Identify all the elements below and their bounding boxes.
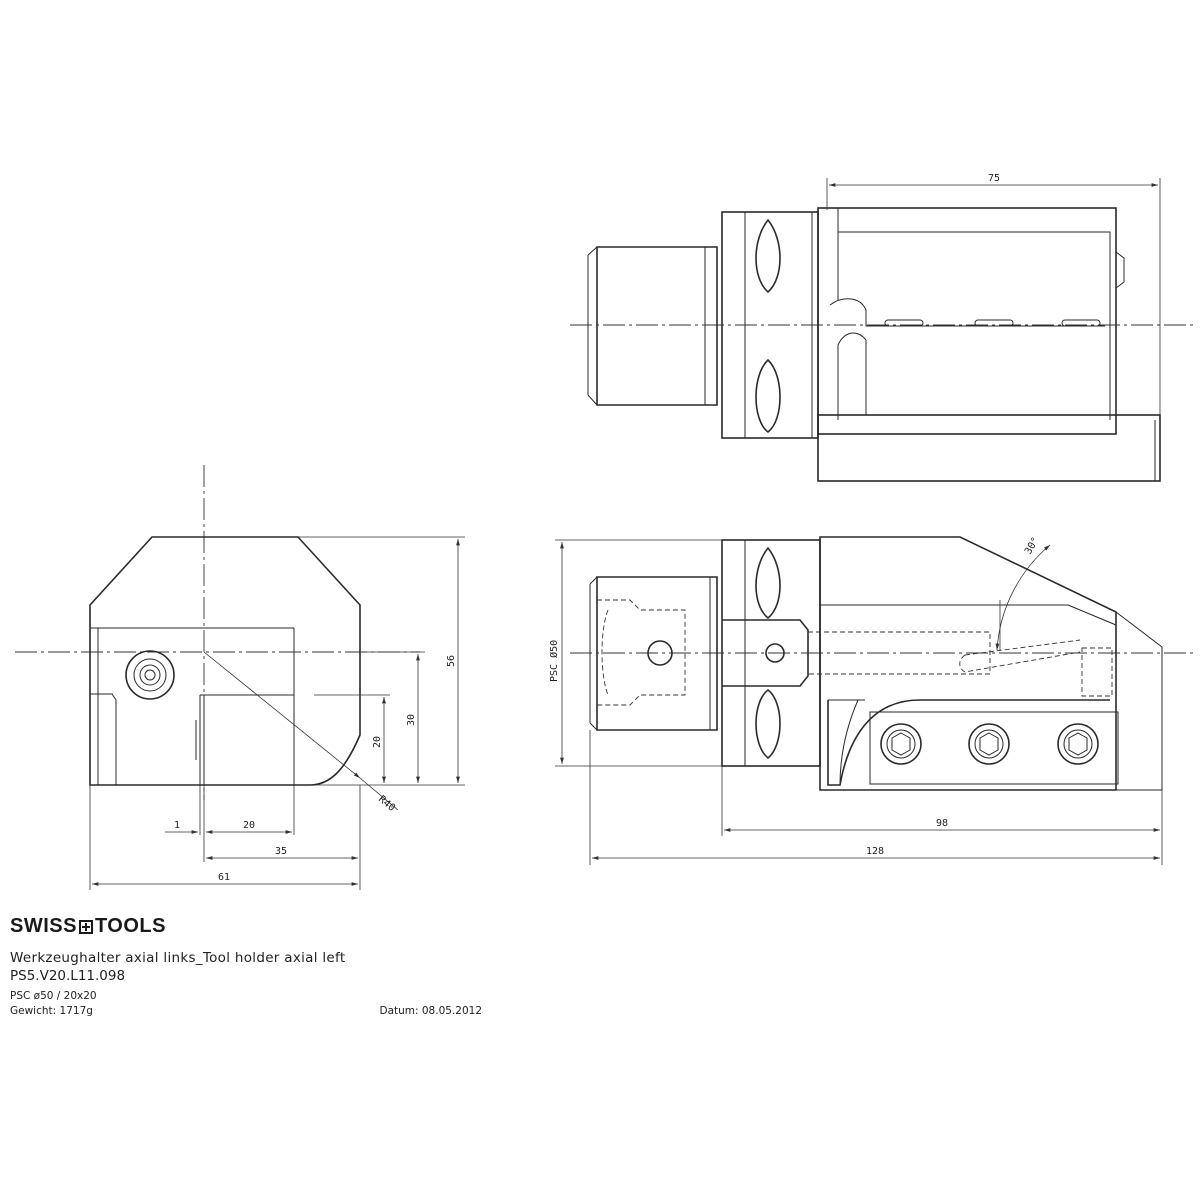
dim-35: 35: [275, 846, 287, 857]
dim-1: 1: [174, 820, 180, 831]
technical-drawing: 75: [15, 173, 1195, 890]
dim-98: 98: [936, 818, 948, 829]
title-block: SWISS TOOLS Werkzeughalter axial links_T…: [10, 915, 610, 1017]
dim-30: 30: [406, 714, 417, 726]
screw-1: [880, 723, 922, 765]
top-head: [817, 207, 1117, 435]
dim-128: 128: [866, 846, 884, 857]
part-description: Werkzeughalter axial links_Tool holder a…: [10, 950, 346, 966]
screw-2: [968, 723, 1010, 765]
front-shank-hole: [647, 640, 673, 666]
dim-psc: PSC Ø50: [548, 640, 560, 682]
top-grip-lower: [755, 358, 781, 434]
side-view: R40 56 30 20 1 20 35 61: [15, 465, 465, 890]
brand-logo: SWISS TOOLS: [10, 915, 610, 938]
top-grip-upper: [755, 218, 781, 294]
drawing-date: Datum: 08.05.2012: [379, 1005, 482, 1017]
dim-20-h: 20: [243, 820, 255, 831]
screw-3: [1057, 723, 1099, 765]
dim-angle: 30°: [1023, 535, 1042, 556]
dim-61: 61: [218, 872, 230, 883]
brand-right: TOOLS: [94, 915, 166, 937]
swiss-cross-icon: [78, 919, 93, 934]
dim-75: 75: [988, 173, 1000, 184]
front-shank: [596, 576, 718, 731]
front-view: PSC Ø50 30° 98 128: [548, 535, 1195, 865]
part-number: PS5.V20.L11.098: [10, 968, 126, 984]
dim-20-v: 20: [372, 736, 383, 748]
side-screw: [125, 650, 175, 700]
dim-r40: R40: [376, 794, 397, 814]
part-spec: PSC ø50 / 20x20: [10, 990, 97, 1002]
front-head: [819, 536, 1117, 791]
top-view: 75: [570, 173, 1195, 482]
brand-left: SWISS: [10, 915, 77, 937]
part-weight: Gewicht: 1717g: [10, 1005, 93, 1017]
top-shank: [596, 246, 718, 406]
top-plate: [817, 414, 1161, 482]
dim-56: 56: [446, 655, 457, 667]
